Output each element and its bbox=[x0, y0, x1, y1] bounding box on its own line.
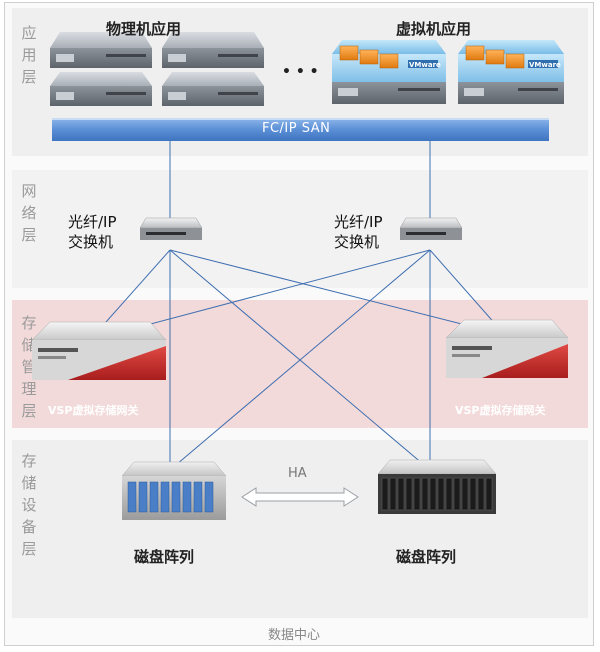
switch-right-label: 光纤/IP 交换机 bbox=[334, 213, 383, 251]
connection-lines bbox=[89, 141, 506, 471]
virtual-server-2-icon bbox=[458, 40, 564, 104]
disk-array-right-icon bbox=[377, 459, 497, 514]
switch-left-icon bbox=[139, 217, 203, 240]
application-layer-label: 应 用 层 bbox=[21, 24, 37, 86]
more-servers-ellipsis: • • • bbox=[282, 64, 319, 80]
vsp-gateway-left-icon bbox=[31, 321, 167, 380]
disk-array-left-label: 磁盘阵列 bbox=[134, 548, 195, 566]
vmware-label-2: VMware bbox=[529, 61, 561, 69]
san-label: FC/IP SAN bbox=[262, 121, 331, 136]
san-bar bbox=[52, 118, 549, 141]
vsp-left-label: VSP虚拟存储网关 bbox=[48, 404, 139, 417]
physical-server-1-icon bbox=[50, 32, 152, 106]
link-switchL-vspR bbox=[169, 249, 506, 336]
switch-left-label: 光纤/IP 交换机 bbox=[68, 213, 117, 251]
data-center-caption: 数据中心 bbox=[268, 628, 321, 643]
switch-right-icon bbox=[399, 217, 463, 240]
network-layer-band bbox=[12, 170, 588, 288]
vmware-label-1: VMware bbox=[409, 61, 441, 69]
vsp-gateway-right-icon bbox=[445, 319, 569, 378]
virtual-apps-label: 虚拟机应用 bbox=[396, 20, 472, 38]
physical-server-2-icon bbox=[162, 32, 264, 106]
disk-array-left-icon bbox=[121, 461, 227, 520]
storage-device-layer-label: 存 储 设 备 层 bbox=[21, 452, 37, 558]
physical-apps-label: 物理机应用 bbox=[106, 20, 182, 38]
virtual-server-1-icon bbox=[332, 40, 446, 104]
ha-double-arrow-icon bbox=[241, 487, 359, 507]
network-layer-label: 网 络 层 bbox=[21, 182, 37, 244]
ha-label: HA bbox=[288, 466, 307, 481]
disk-array-right-label: 磁盘阵列 bbox=[396, 548, 457, 566]
vsp-right-label: VSP虚拟存储网关 bbox=[455, 404, 546, 417]
link-switchR-arrayL bbox=[169, 249, 431, 471]
